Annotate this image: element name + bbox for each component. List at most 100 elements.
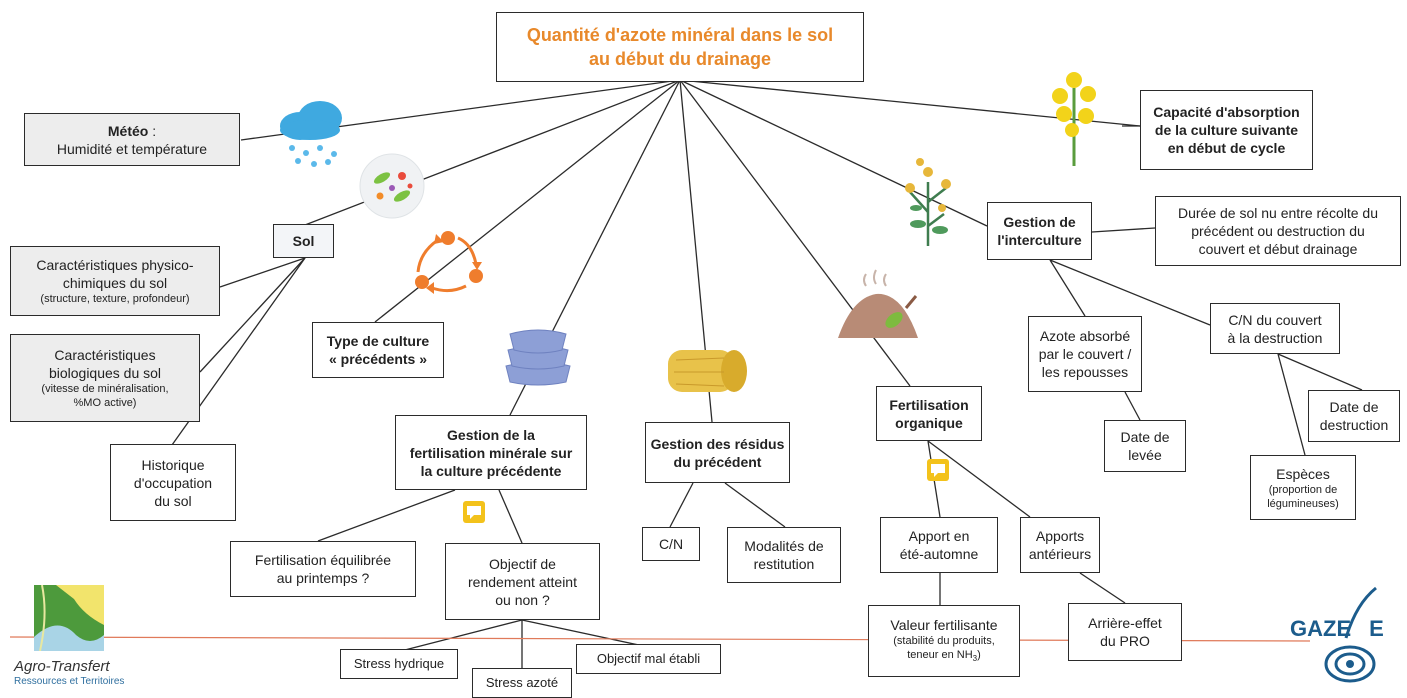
modalites-line2: restitution <box>753 556 815 572</box>
physico-line3: (structure, texture, profondeur) <box>40 293 190 305</box>
cover-crop-plant-icon <box>905 158 951 246</box>
gazelle-logo-mark <box>1324 586 1377 683</box>
apport-ete-box: Apport en été-automne <box>880 517 998 573</box>
rain-cloud-icon <box>280 101 342 167</box>
bio-line4: %MO active) <box>73 397 137 409</box>
ferti-equilibree-line1: Fertilisation équilibrée <box>254 552 392 568</box>
comment-icon[interactable] <box>926 458 950 482</box>
objectif-line1: Objectif de <box>489 555 556 572</box>
arriere-effet-line1: Arrière-effet <box>1088 615 1162 631</box>
valeur-ferti-line3-end: ) <box>977 648 981 661</box>
arriere-effet-box: Arrière-effet du PRO <box>1068 603 1182 661</box>
duree-sol-box: Durée de sol nu entre récolte du précéde… <box>1155 196 1401 266</box>
valeur-ferti-box: Valeur fertilisante (stabilité du produi… <box>868 605 1020 677</box>
meteo-bold: Météo <box>107 122 149 139</box>
apport-ete-line1: Apport en <box>908 528 970 544</box>
meteo-line1: Météo : <box>108 122 156 140</box>
type-culture-line2: « précédents » <box>328 351 428 367</box>
duree-sol-line1: Durée de sol nu entre récolte du <box>1177 205 1378 221</box>
bio-line2: biologiques du sol <box>48 365 162 381</box>
apport-ete-line2: été-automne <box>899 546 979 562</box>
gestion-residus-box: Gestion des résidus du précédent <box>645 422 790 483</box>
apports-anterieurs-box: Apports antérieurs <box>1020 517 1100 573</box>
especes-line2: (proportion de <box>1268 483 1338 496</box>
rapeseed-flower-icon <box>1052 72 1096 166</box>
capacite-line2: de la culture suivante <box>1154 122 1299 138</box>
valeur-ferti-line3: teneur en NH3) <box>907 648 981 666</box>
date-destruction-line2: destruction <box>1319 417 1389 433</box>
objectif-line3: ou non ? <box>495 591 550 608</box>
azote-absorbe-line2: par le couvert / <box>1038 346 1132 362</box>
historique-box: Historique d'occupation du sol <box>110 444 236 521</box>
stress-hydrique-label: Stress hydrique <box>353 656 445 671</box>
azote-absorbe-line1: Azote absorbé <box>1039 328 1131 344</box>
ferti-equilibree-line2: au printemps ? <box>276 570 370 586</box>
gestion-residus-line1: Gestion des résidus <box>650 435 785 452</box>
fertilizer-bags-icon <box>505 329 571 386</box>
cn-couvert-line1: C/N du couvert <box>1228 311 1322 328</box>
meteo-box: Météo : Humidité et température <box>24 113 240 166</box>
date-levee-line2: levée <box>1128 447 1162 463</box>
physico-box: Caractéristiques physico- chimiques du s… <box>10 246 220 316</box>
agro-transfert-name: Agro-Transfert <box>14 658 110 675</box>
objectif-mal-box: Objectif mal établi <box>576 644 721 674</box>
especes-box: Espèces (proportion de légumineuses) <box>1250 455 1356 520</box>
comment-icon[interactable] <box>462 500 486 524</box>
type-culture-line1: Type de culture <box>326 333 430 349</box>
ferti-org-line2: organique <box>895 414 963 431</box>
historique-line1: Historique <box>141 456 205 473</box>
objectif-box: Objectif de rendement atteint ou non ? <box>445 543 600 620</box>
gestion-interculture-box: Gestion de l'interculture <box>987 202 1092 260</box>
bio-box: Caractéristiques biologiques du sol (vit… <box>10 334 200 422</box>
gestion-interculture-line2: l'interculture <box>997 232 1082 248</box>
agro-transfert-logo <box>34 585 104 651</box>
meteo-line2: Humidité et température <box>56 140 208 157</box>
capacite-line1: Capacité d'absorption <box>1153 104 1300 120</box>
stress-hydrique-box: Stress hydrique <box>340 649 458 679</box>
ferti-org-box: Fertilisation organique <box>876 386 982 441</box>
historique-line2: d'occupation <box>133 474 213 491</box>
date-levee-box: Date de levée <box>1104 420 1186 472</box>
gestion-ferti-line2: fertilisation minérale sur <box>409 444 573 461</box>
stress-azote-box: Stress azoté <box>472 668 572 698</box>
compost-icon <box>838 269 918 338</box>
type-culture-box: Type de culture « précédents » <box>312 322 444 378</box>
valeur-ferti-line3-text: teneur en NH <box>907 648 973 661</box>
cn-couvert-line2: à la destruction <box>1227 329 1323 346</box>
gestion-ferti-box: Gestion de la fertilisation minérale sur… <box>395 415 587 490</box>
apports-anterieurs-line2: antérieurs <box>1028 546 1092 562</box>
date-destruction-box: Date de destruction <box>1308 390 1400 442</box>
date-levee-line1: Date de <box>1120 429 1170 445</box>
sol-label: Sol <box>292 233 315 249</box>
date-destruction-line1: Date de <box>1329 399 1379 415</box>
duree-sol-line2: précédent ou destruction du <box>1191 223 1365 239</box>
cn-residus-box: C/N <box>642 527 700 561</box>
physico-line2: chimiques du sol <box>62 275 168 291</box>
physico-line1: Caractéristiques physico- <box>36 257 194 273</box>
modalites-line1: Modalités de <box>744 538 824 554</box>
agro-transfert-subtitle: Ressources et Territoires <box>14 676 125 687</box>
valeur-ferti-line1: Valeur fertilisante <box>890 616 998 633</box>
gestion-ferti-line1: Gestion de la <box>447 426 535 443</box>
cn-residus-label: C/N <box>658 536 684 552</box>
arriere-effet-line2: du PRO <box>1100 633 1150 649</box>
apports-anterieurs-line1: Apports <box>1035 528 1085 544</box>
valeur-ferti-sub: 3 <box>972 654 978 664</box>
bio-line3: (vitesse de minéralisation, <box>41 383 169 395</box>
historique-line3: du sol <box>154 492 192 509</box>
bio-line1: Caractéristiques <box>54 347 156 363</box>
stress-azote-label: Stress azoté <box>485 675 559 690</box>
gazelle-logo-text-end: E <box>1369 616 1384 641</box>
capacite-box: Capacité d'absorption de la culture suiv… <box>1140 90 1313 170</box>
gazelle-logo-text-start: GAZE <box>1290 616 1352 641</box>
meteo-suffix: : <box>148 122 157 139</box>
ferti-equilibree-box: Fertilisation équilibrée au printemps ? <box>230 541 416 597</box>
valeur-ferti-line2: (stabilité du produits, <box>893 634 995 647</box>
hay-bale-icon <box>668 350 747 392</box>
duree-sol-line3: couvert et début drainage <box>1198 241 1358 257</box>
azote-absorbe-line3: les repousses <box>1041 364 1129 380</box>
objectif-mal-label: Objectif mal établi <box>596 651 701 666</box>
crop-rotation-icon <box>415 231 483 294</box>
modalites-box: Modalités de restitution <box>727 527 841 583</box>
